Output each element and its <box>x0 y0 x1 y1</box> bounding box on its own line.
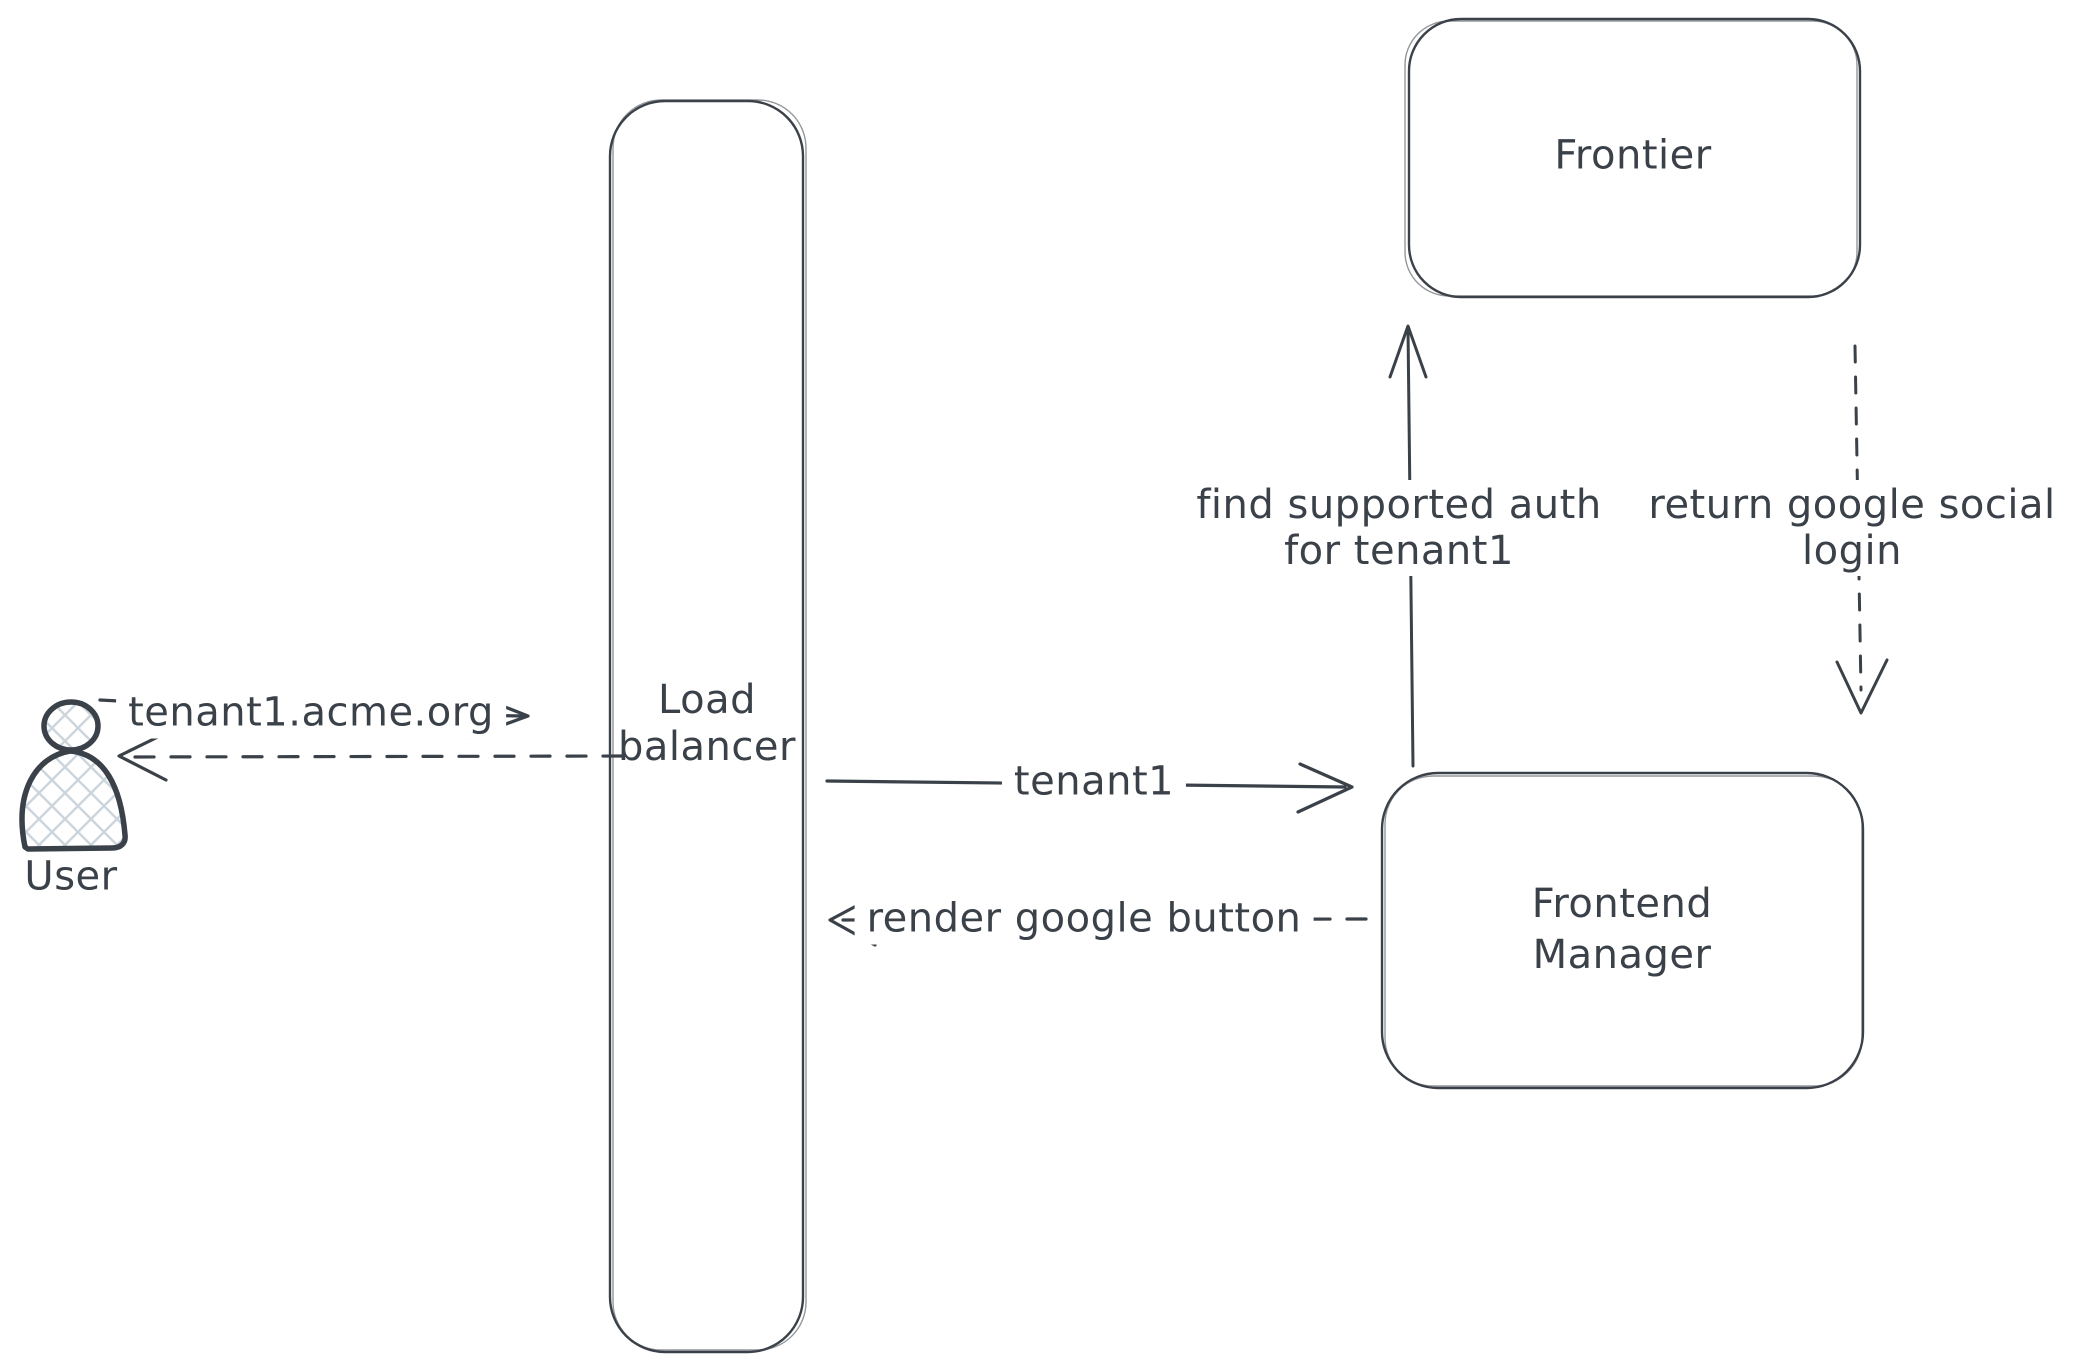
label-user: User <box>24 853 118 900</box>
label-load-balancer-line2: balancer <box>618 724 796 770</box>
user-person-icon <box>19 699 128 852</box>
label-load-balancer-line1: Load <box>658 677 756 723</box>
edge-label-return-google-social-login-line2: login <box>1802 528 1902 574</box>
edge-label-find-supported-auth-line1: find supported auth <box>1196 482 1602 528</box>
arrow-response-dashed <box>117 731 624 782</box>
edge-label-return-google-social-login-line1: return google social <box>1648 482 2056 528</box>
edge-label-forward-tenant: tenant1 <box>1001 756 1187 808</box>
edge-label-return-google-social-login: return google social login <box>1636 480 2068 576</box>
edge-label-request-domain: tenant1.acme.org <box>116 687 506 739</box>
load-balancer-box <box>608 99 807 1354</box>
label-frontend-manager: Frontend Manager <box>1532 879 1713 981</box>
edge-label-find-supported-auth-line2: for tenant1 <box>1284 528 1514 574</box>
label-frontend-manager-line2: Manager <box>1532 932 1712 978</box>
label-frontend-manager-line1: Frontend <box>1531 881 1713 927</box>
label-load-balancer: Load balancer <box>618 677 796 771</box>
user-body-shape <box>19 748 128 852</box>
label-frontier: Frontier <box>1554 132 1712 179</box>
user-head-shape <box>41 699 101 753</box>
edge-label-render-google-button: render google button <box>854 893 1314 945</box>
edge-label-find-supported-auth: find supported auth for tenant1 <box>1184 480 1614 576</box>
frontier-box <box>1404 17 1862 299</box>
frontend-manager-box <box>1380 771 1865 1090</box>
